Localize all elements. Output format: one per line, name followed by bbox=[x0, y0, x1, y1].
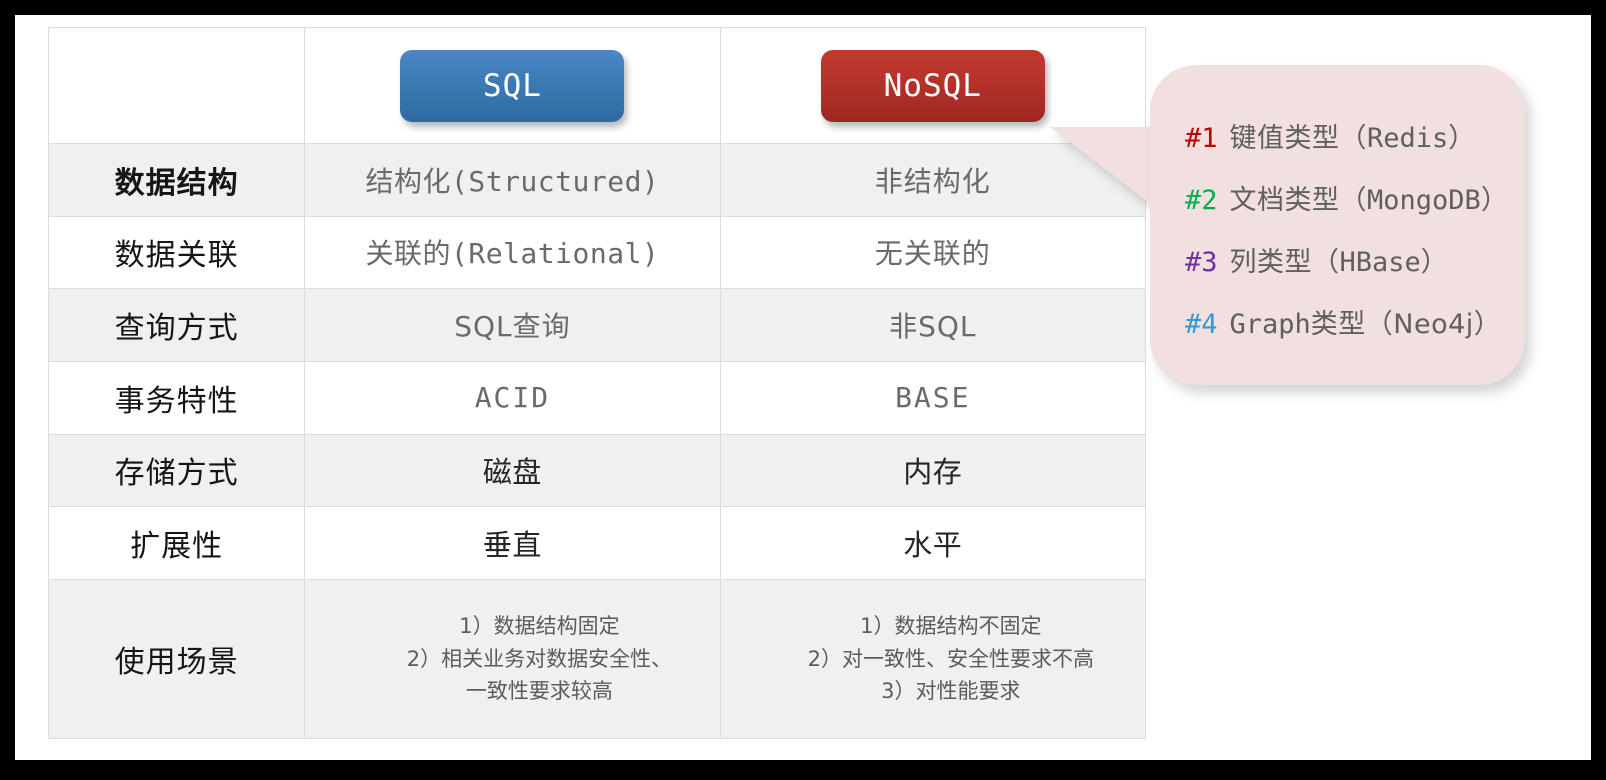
row-label-cell: 查询方式 bbox=[47, 288, 306, 362]
table-row: 查询方式 SQL查询 非SQL bbox=[47, 288, 1147, 362]
nosql-pill-label: NoSQL bbox=[820, 49, 1045, 122]
scenario-line: 2）相关业务对数据安全性、 bbox=[406, 646, 673, 671]
table-row: 扩展性 垂直 水平 bbox=[47, 506, 1147, 580]
sql-column-header-cell: SQL bbox=[304, 27, 721, 144]
scenario-line: 1）数据结构不固定 bbox=[860, 614, 1042, 639]
row-label-cell: 数据结构 bbox=[47, 143, 306, 217]
sql-value-cell: 关联的(Relational) bbox=[304, 215, 721, 290]
nosql-scenario-cell: 1）数据结构不固定 2）对一致性、安全性要求不高 3）对性能要求 bbox=[719, 578, 1147, 740]
row-label: 查询方式 bbox=[114, 312, 239, 346]
nosql-value-cell: 非SQL bbox=[719, 288, 1147, 362]
table-row: 事务特性 ACID BASE bbox=[47, 360, 1147, 435]
callout-item-number: #3 bbox=[1185, 247, 1218, 278]
row-label-cell: 扩展性 bbox=[47, 506, 306, 580]
callout-list-item: #2 文档类型（MongoDB） bbox=[1185, 170, 1525, 232]
nosql-value-cell: 内存 bbox=[719, 433, 1147, 508]
row-label: 存储方式 bbox=[114, 457, 239, 491]
callout-item-number: #4 bbox=[1185, 309, 1218, 340]
scenario-line: 3）对性能要求 bbox=[881, 679, 1021, 704]
row-label: 事务特性 bbox=[114, 384, 239, 418]
table-body: SQL NoSQL 数据结构 结构化(Structured) 非结构化数据关联 关联的(R… bbox=[47, 27, 1147, 740]
callout-item-product: MongoDB bbox=[1367, 185, 1481, 216]
row-label: 数据关联 bbox=[114, 239, 239, 273]
table-header-row: SQL NoSQL bbox=[47, 27, 1147, 144]
nosql-value: 非结构化 bbox=[874, 164, 991, 198]
row-label: 数据结构 bbox=[114, 166, 239, 200]
sql-value-cell: ACID bbox=[304, 360, 721, 435]
sql-value-cell: 结构化(Structured) bbox=[304, 143, 721, 217]
scenario-line: 2）对一致性、安全性要求不高 bbox=[807, 646, 1094, 671]
sql-value: 结构化(Structured) bbox=[365, 164, 660, 198]
nosql-types-callout-bubble bbox=[1150, 65, 1525, 385]
nosql-value: 内存 bbox=[903, 455, 963, 490]
sql-value: ACID bbox=[474, 381, 551, 415]
callout-item-text-tail: ） bbox=[1480, 185, 1509, 216]
callout-item-product: HBase bbox=[1339, 247, 1421, 278]
scenario-line: 一致性要求较高 bbox=[465, 679, 613, 704]
row-label-cell: 事务特性 bbox=[47, 360, 306, 435]
nosql-value-cell: 水平 bbox=[719, 506, 1147, 580]
row-label-cell: 数据关联 bbox=[47, 215, 306, 290]
sql-value: 关联的(Relational) bbox=[365, 237, 660, 271]
nosql-value: 非SQL bbox=[889, 310, 977, 344]
sql-value: 垂直 bbox=[482, 527, 542, 562]
table-row: 数据结构 结构化(Structured) 非结构化 bbox=[47, 143, 1147, 217]
callout-item-product: Graph bbox=[1229, 309, 1311, 340]
callout-item-text: 列类型（ bbox=[1229, 247, 1340, 278]
row-label: 扩展性 bbox=[130, 529, 224, 563]
callout-tail-triangle bbox=[1050, 127, 1152, 205]
callout-item-text-tail: ） bbox=[1448, 123, 1476, 154]
sql-value-cell: 磁盘 bbox=[304, 433, 721, 508]
callout-item-number: #2 bbox=[1185, 185, 1218, 216]
callout-item-number: #1 bbox=[1185, 123, 1218, 154]
nosql-value-cell: BASE bbox=[719, 360, 1147, 435]
callout-list-item: #1 键值类型（Redis） bbox=[1185, 108, 1525, 170]
nosql-value: BASE bbox=[895, 381, 971, 415]
row-label-cell: 存储方式 bbox=[47, 433, 306, 508]
callout-item-text: 文档类型（ bbox=[1229, 185, 1368, 216]
sql-vs-nosql-comparison-table: SQL NoSQL 数据结构 结构化(Structured) 非结构化数据关联 关联的(R… bbox=[47, 27, 1147, 740]
sql-value: 磁盘 bbox=[482, 455, 542, 490]
row-label: 使用场景 bbox=[114, 645, 239, 679]
callout-item-text: 键值类型（ bbox=[1229, 123, 1368, 154]
sql-value-cell: SQL查询 bbox=[304, 288, 721, 362]
table-row: 数据关联 关联的(Relational) 无关联的 bbox=[47, 215, 1147, 290]
scenario-line: 1）数据结构固定 bbox=[459, 614, 620, 639]
row-label-column-header-cell bbox=[47, 27, 306, 144]
sql-pill-label: SQL bbox=[400, 49, 625, 122]
callout-item-text-tail: ） bbox=[1420, 247, 1449, 278]
callout-item-product: Redis bbox=[1367, 123, 1449, 154]
nosql-value: 水平 bbox=[903, 527, 963, 562]
sql-value-cell: 垂直 bbox=[304, 506, 721, 580]
scenario-label-cell: 使用场景 bbox=[47, 578, 306, 740]
callout-list-item: #3 列类型（HBase） bbox=[1185, 232, 1525, 294]
sql-value: SQL查询 bbox=[454, 310, 571, 344]
nosql-value: 无关联的 bbox=[874, 237, 991, 271]
callout-item-text-tail: 类型（Neo4j） bbox=[1310, 309, 1502, 340]
table-row: 存储方式 磁盘 内存 bbox=[47, 433, 1147, 508]
nosql-value-cell: 无关联的 bbox=[719, 215, 1147, 290]
sql-scenario-cell: 1）数据结构固定 2）相关业务对数据安全性、一致性要求较高 bbox=[304, 578, 721, 740]
nosql-column-header-cell: NoSQL bbox=[719, 27, 1147, 144]
scenario-row: 使用场景 1）数据结构固定 2）相关业务对数据安全性、一致性要求较高 1）数据结构不固… bbox=[47, 578, 1147, 740]
callout-list-item: #4 Graph类型（Neo4j） bbox=[1185, 294, 1525, 356]
